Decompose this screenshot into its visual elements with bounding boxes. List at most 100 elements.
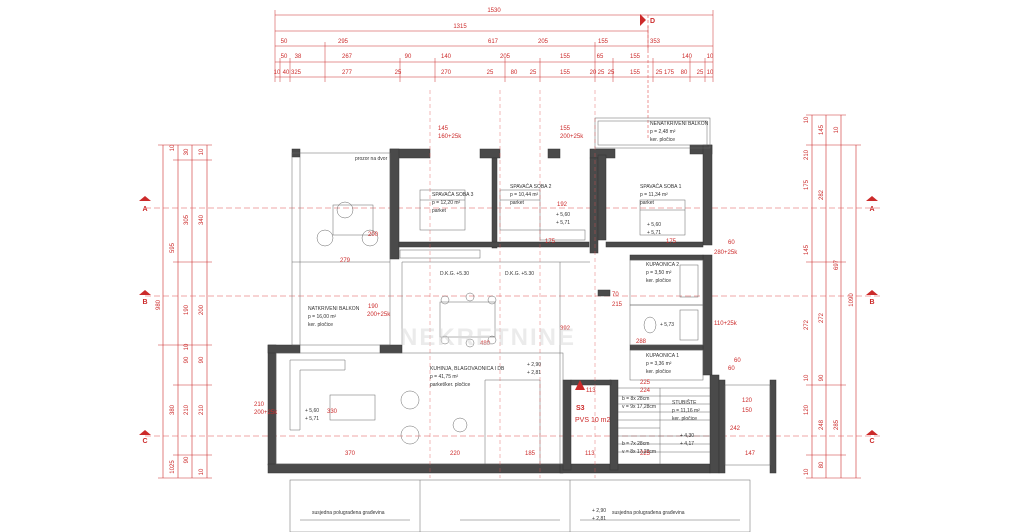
svg-text:ker. pločice: ker. pločice bbox=[646, 369, 671, 375]
dim-row4: 50 295 205 155 140 10 bbox=[281, 39, 714, 60]
dim-row3-b: 353 bbox=[650, 39, 661, 45]
svg-text:155: 155 bbox=[598, 39, 609, 45]
svg-text:10: 10 bbox=[804, 374, 810, 381]
svg-text:ker. pločice: ker. pločice bbox=[650, 137, 675, 143]
svg-text:175: 175 bbox=[545, 239, 556, 245]
svg-text:b = 8x 28cm: b = 8x 28cm bbox=[622, 396, 649, 402]
svg-text:parket: parket bbox=[432, 208, 447, 214]
svg-text:200: 200 bbox=[368, 232, 379, 238]
dim-row5: 50 38 267 90 140 205 155 65 155 bbox=[281, 54, 641, 60]
svg-text:192: 192 bbox=[557, 202, 568, 208]
svg-text:200+25k: 200+25k bbox=[560, 134, 584, 140]
svg-text:p = 11,16 m²: p = 11,16 m² bbox=[672, 408, 700, 414]
svg-text:25: 25 bbox=[487, 70, 494, 76]
svg-text:p = 3,50 m²: p = 3,50 m² bbox=[646, 270, 672, 276]
svg-text:parket: parket bbox=[510, 200, 525, 206]
svg-text:25: 25 bbox=[608, 70, 615, 76]
svg-text:200+25k: 200+25k bbox=[367, 312, 391, 318]
svg-text:145: 145 bbox=[804, 244, 810, 255]
svg-text:140: 140 bbox=[441, 54, 452, 60]
svg-text:+ 5,71: + 5,71 bbox=[647, 230, 661, 236]
svg-text:120: 120 bbox=[742, 398, 753, 404]
svg-text:380: 380 bbox=[170, 404, 176, 415]
svg-text:210: 210 bbox=[199, 404, 205, 415]
svg-text:330: 330 bbox=[327, 409, 338, 415]
svg-text:155: 155 bbox=[630, 54, 641, 60]
svg-text:175: 175 bbox=[804, 179, 810, 190]
svg-text:+ 2,90: + 2,90 bbox=[592, 508, 606, 514]
svg-text:155: 155 bbox=[630, 70, 641, 76]
svg-text:70: 70 bbox=[612, 292, 619, 298]
svg-text:288: 288 bbox=[636, 339, 647, 345]
svg-text:325: 325 bbox=[291, 70, 302, 76]
svg-text:370: 370 bbox=[345, 451, 356, 457]
svg-text:90: 90 bbox=[184, 456, 190, 463]
section-b-right: B bbox=[869, 299, 874, 306]
svg-text:+ 5,71: + 5,71 bbox=[556, 220, 570, 226]
s3-arrow bbox=[575, 380, 585, 390]
svg-text:20: 20 bbox=[590, 70, 597, 76]
svg-text:+ 4,17: + 4,17 bbox=[680, 441, 694, 447]
svg-text:248: 248 bbox=[819, 419, 825, 430]
dim-row3-a: 617 bbox=[488, 39, 499, 45]
svg-text:90: 90 bbox=[199, 356, 205, 363]
svg-text:25: 25 bbox=[395, 70, 402, 76]
misc-labels: susjedna polugrađena građevina susjedna … bbox=[312, 156, 685, 516]
svg-text:65: 65 bbox=[597, 54, 604, 60]
svg-text:p = 2,48 m²: p = 2,48 m² bbox=[650, 129, 676, 135]
svg-text:SPAVAĆA SOBA 3: SPAVAĆA SOBA 3 bbox=[432, 191, 474, 198]
room-kup1: KUPAONICA 1 p = 3,36 m² ker. pločice bbox=[646, 353, 679, 375]
dim-row2: 1315 bbox=[453, 24, 467, 30]
svg-text:305: 305 bbox=[184, 214, 190, 225]
svg-text:242: 242 bbox=[730, 426, 741, 432]
svg-text:60: 60 bbox=[728, 240, 735, 246]
svg-text:155: 155 bbox=[560, 54, 571, 60]
svg-text:480: 480 bbox=[480, 341, 491, 347]
svg-text:175: 175 bbox=[664, 70, 675, 76]
svg-text:p = 16,00 m²: p = 16,00 m² bbox=[308, 314, 337, 320]
svg-text:595: 595 bbox=[170, 242, 176, 253]
svg-text:50: 50 bbox=[281, 54, 288, 60]
left-dimension-texts: 10 30 10 305 340 595 980 190 200 10 90 9… bbox=[156, 144, 205, 475]
level-markers: + 5,60 + 5,71 + 5,60 + 5,71 + 2,90 + 2,8… bbox=[305, 212, 694, 522]
svg-text:10: 10 bbox=[274, 70, 281, 76]
svg-text:STUBIŠTE: STUBIŠTE bbox=[672, 399, 697, 406]
svg-text:145: 145 bbox=[438, 126, 449, 132]
svg-text:224: 224 bbox=[640, 388, 651, 394]
svg-text:prozor na dvor: prozor na dvor bbox=[355, 156, 388, 162]
svg-text:KUPAONICA 1: KUPAONICA 1 bbox=[646, 353, 679, 359]
svg-text:697: 697 bbox=[834, 259, 840, 270]
svg-text:10: 10 bbox=[834, 126, 840, 133]
walls bbox=[267, 144, 777, 474]
svg-text:80: 80 bbox=[819, 461, 825, 468]
svg-text:200: 200 bbox=[199, 304, 205, 315]
room-sob3: SPAVAĆA SOBA 3 p = 12,20 m² parket bbox=[432, 191, 474, 214]
svg-text:p = 12,20 m²: p = 12,20 m² bbox=[432, 200, 461, 206]
svg-text:110+25k: 110+25k bbox=[714, 321, 738, 327]
section-d: D bbox=[650, 18, 655, 25]
svg-text:10: 10 bbox=[170, 144, 176, 151]
plan-lines bbox=[275, 117, 771, 532]
svg-text:210: 210 bbox=[184, 404, 190, 415]
svg-text:+ 4,30: + 4,30 bbox=[680, 433, 694, 439]
svg-text:+ 5,71: + 5,71 bbox=[305, 416, 319, 422]
svg-text:10: 10 bbox=[707, 70, 714, 76]
svg-text:p = 10,44 m²: p = 10,44 m² bbox=[510, 192, 539, 198]
right-dimension-texts: 10 145 10 210 175 282 697 145 1090 272 2… bbox=[804, 116, 855, 475]
watermark: NEKRETNINE bbox=[400, 324, 576, 351]
svg-text:30: 30 bbox=[184, 148, 190, 155]
svg-text:60: 60 bbox=[728, 366, 735, 372]
svg-text:113: 113 bbox=[585, 451, 595, 457]
svg-text:40: 40 bbox=[283, 70, 290, 76]
section-b-left: B bbox=[142, 299, 147, 306]
svg-text:225: 225 bbox=[640, 380, 651, 386]
svg-text:10: 10 bbox=[184, 343, 190, 350]
svg-text:+ 5,60: + 5,60 bbox=[556, 212, 570, 218]
inner-dimensions: 145 160+25k 155 200+25k 280+25k 110+25k … bbox=[254, 126, 756, 457]
neighbor-right-label: susjedna polugrađena građevina bbox=[612, 510, 685, 516]
svg-text:155: 155 bbox=[560, 70, 571, 76]
s3-marker: S3 bbox=[576, 405, 585, 412]
svg-text:145: 145 bbox=[819, 124, 825, 135]
svg-text:v = 8x 17,28cm: v = 8x 17,28cm bbox=[622, 449, 656, 455]
